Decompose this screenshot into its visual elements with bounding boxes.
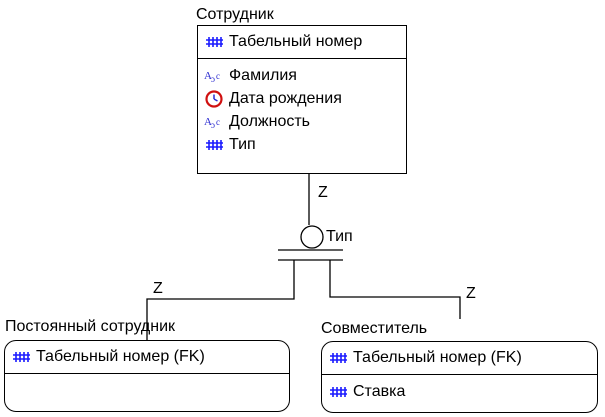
parttime-attribute-label: Ставка: [353, 383, 406, 400]
employee-attribute-label: Должность: [229, 113, 310, 130]
svg-text:A: A: [204, 116, 212, 128]
parttime-attr-section: Ставка: [322, 374, 597, 412]
date-type-icon: [204, 90, 224, 108]
permanent-entity-title: Постоянный сотрудник: [5, 318, 176, 335]
permanent-key-attribute[interactable]: Табельный номер (FK): [11, 346, 205, 368]
employee-entity-title: Сотрудник: [196, 6, 274, 23]
permanent-attr-section: [5, 373, 289, 411]
employee-attribute-label: Фамилия: [229, 67, 297, 84]
parttime-attribute[interactable]: Ставка: [328, 381, 405, 403]
employee-attribute-label: Тип: [229, 136, 256, 153]
discriminator-label: Тип: [326, 228, 353, 245]
numeric-key-icon: [328, 349, 348, 367]
numeric-key-icon: [204, 136, 224, 154]
parttime-entity-box[interactable]: Табельный номер (FK) Ставка: [321, 341, 598, 413]
left-subtype-connector: [146, 260, 295, 340]
svg-text:ɔ: ɔ: [211, 120, 215, 130]
cardinality-right-label: Z: [466, 285, 476, 302]
numeric-key-icon: [328, 383, 348, 401]
employee-key-attribute[interactable]: Табельный номер: [204, 31, 362, 53]
parttime-key-attribute-label: Табельный номер (FK): [353, 349, 522, 366]
svg-text:c: c: [216, 71, 220, 81]
employee-attribute[interactable]: Дата рождения: [204, 88, 342, 110]
employee-attribute[interactable]: Тип: [204, 134, 256, 156]
parttime-key-section: Табельный номер (FK): [322, 342, 597, 375]
cardinality-parent-label: Z: [318, 184, 328, 201]
employee-attribute-label: Дата рождения: [229, 90, 342, 107]
numeric-key-icon: [204, 33, 224, 51]
parttime-key-attribute[interactable]: Табельный номер (FK): [328, 347, 522, 369]
permanent-key-attribute-label: Табельный номер (FK): [36, 348, 205, 365]
employee-key-section: Табельный номер: [198, 26, 406, 59]
permanent-entity-box[interactable]: Табельный номер (FK): [4, 340, 290, 412]
svg-text:A: A: [204, 70, 212, 82]
subtype-circle: [300, 225, 324, 249]
employee-key-attribute-label: Табельный номер: [229, 33, 363, 50]
numeric-key-icon: [11, 348, 31, 366]
parttime-entity-title: Совместитель: [321, 320, 428, 337]
right-subtype-connector: [329, 260, 461, 319]
permanent-key-section: Табельный номер (FK): [5, 341, 289, 374]
cardinality-left-label: Z: [153, 280, 163, 297]
svg-text:ɔ: ɔ: [211, 74, 215, 84]
svg-text:c: c: [216, 117, 220, 127]
